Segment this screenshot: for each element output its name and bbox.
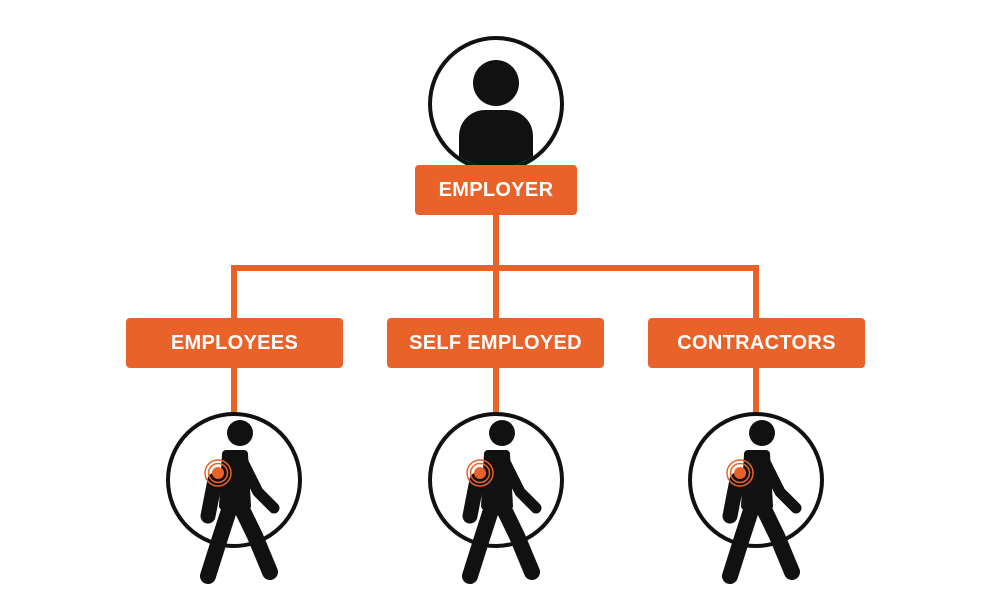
self-employed-label: SELF EMPLOYED bbox=[409, 331, 582, 354]
employer-box: EMPLOYER bbox=[415, 165, 577, 215]
person-icon bbox=[428, 36, 564, 172]
employees-box: EMPLOYEES bbox=[126, 318, 343, 368]
self-employed-box: SELF EMPLOYED bbox=[387, 318, 604, 368]
employees-label: EMPLOYEES bbox=[170, 331, 299, 354]
walking-person-shoulder-pain-icon bbox=[688, 412, 824, 576]
connector-lines bbox=[231, 209, 759, 417]
contractors-label: CONTRACTORS bbox=[677, 331, 836, 354]
walking-person-shoulder-pain-icon bbox=[428, 412, 564, 576]
contractors-box: CONTRACTORS bbox=[648, 318, 865, 368]
walking-person-shoulder-pain-icon bbox=[166, 412, 302, 576]
employer-label: EMPLOYER bbox=[438, 178, 554, 201]
